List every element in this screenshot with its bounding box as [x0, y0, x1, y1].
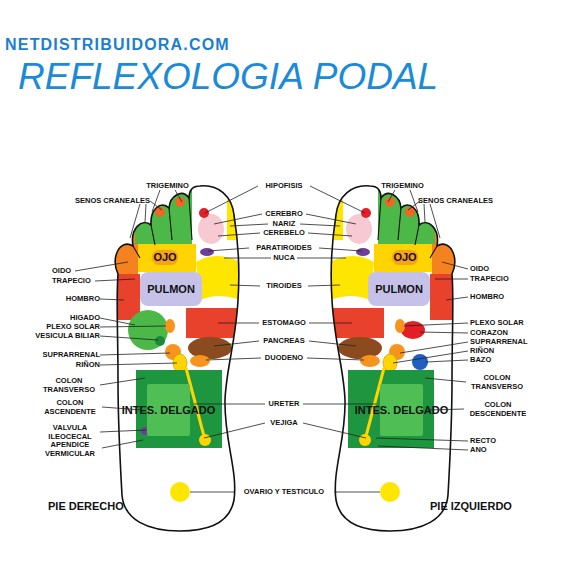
organ-label: OIDO	[470, 264, 560, 273]
organ-label: HOMBRO	[10, 294, 100, 303]
organ-label: VEJIGA	[234, 418, 334, 427]
zone-node: OJO	[152, 250, 178, 265]
organ-label: ANO	[470, 445, 560, 454]
organ-label: APENDICE VERMICULAR	[38, 440, 102, 458]
parathyroid-zone	[356, 248, 370, 256]
pituitary-dot	[199, 208, 209, 218]
organ-label: NARIZ	[234, 219, 334, 228]
bladder-zone	[199, 434, 211, 446]
organ-label: HIGADO	[10, 313, 100, 322]
bladder-zone	[359, 434, 371, 446]
page-title: REFLEXOLOGIA PODAL	[18, 57, 438, 97]
zone-node: PULMON	[368, 272, 430, 306]
organ-label: SUPRARRENAL	[10, 350, 100, 359]
organ-label: SENOS CRANEALES	[10, 196, 150, 205]
foot-illustration	[315, 170, 530, 535]
gallbladder-zone	[155, 336, 165, 346]
parathyroid-zone	[200, 248, 214, 256]
organ-label: ESTOMAGO	[234, 318, 334, 327]
zone-label: OJO	[393, 251, 416, 264]
foot-node: PIE IZQUIERDO OJO PULMON INTES. DELGADO	[315, 170, 530, 535]
organ-label: NUCA	[234, 253, 334, 262]
organ-label: PARATIROIDES	[234, 243, 334, 252]
pancreas-zone	[188, 337, 232, 359]
foot-outline	[115, 186, 239, 531]
gonad-zone	[170, 482, 190, 502]
brain-zone	[198, 214, 224, 244]
organ-label: PANCREAS	[234, 336, 334, 345]
spleen-zone	[412, 354, 428, 370]
organ-label: COLON TRANSVERSO	[466, 373, 528, 391]
organ-label: TRAPECIO	[470, 274, 560, 283]
organ-label: SENOS CRANEALES	[418, 196, 518, 205]
foot-outline	[331, 186, 455, 531]
toe-creases	[133, 198, 192, 258]
leader-lines	[75, 186, 468, 492]
foot-label: PIE IZQUIERDO	[430, 500, 512, 513]
reflex-zones	[110, 180, 242, 502]
ear-zone	[432, 244, 460, 274]
zone-node: INTES. DELGADO	[380, 384, 423, 436]
zone-node: PULMON	[140, 272, 202, 306]
watermark: NETDISTRIBUIDORA.COM	[5, 36, 305, 54]
organ-label: BAZO	[470, 355, 560, 364]
organ-label: COLON DESCENDENTE	[464, 400, 532, 418]
organ-label: PLEXO SOLAR	[10, 322, 100, 331]
organ-label: TRIGEMINO	[375, 181, 430, 190]
pituitary-dot	[361, 208, 371, 218]
organ-label: TRIGEMINO	[140, 181, 195, 190]
organ-label: SUPRARRENAL	[470, 337, 560, 346]
gonad-zone	[380, 482, 400, 502]
organ-label: CORAZON	[470, 328, 560, 337]
liver-zone	[128, 310, 168, 350]
organ-label: OVARIO Y TESTICULO	[224, 487, 344, 496]
organ-label: VESICULA BILIAR	[10, 331, 100, 340]
duodenum-zone	[190, 355, 210, 367]
organ-label: CEREBRO	[234, 209, 334, 218]
reflex-zones	[328, 180, 460, 502]
organ-label: PLEXO SOLAR	[470, 318, 560, 327]
brain-zone	[346, 214, 372, 244]
organ-label: TIROIDES	[234, 281, 334, 290]
zone-label: PULMON	[375, 283, 423, 296]
shoulder-zone	[430, 274, 460, 320]
plexus-zone	[395, 319, 405, 333]
duodenum-zone	[360, 355, 380, 367]
organ-label: HOMBRO	[470, 292, 560, 301]
zone-node: INTES. DELGADO	[147, 384, 190, 436]
plexus-zone	[165, 319, 175, 333]
organ-label: COLON TRANSVERSO	[38, 376, 100, 394]
zone-label: OJO	[153, 251, 176, 264]
organ-label: URETER	[234, 399, 334, 408]
zone-node: OJO	[392, 250, 418, 265]
organ-label: CEREBELO	[234, 228, 334, 237]
thyroid-zone	[196, 256, 240, 300]
pancreas-zone	[338, 337, 382, 359]
organ-label: RIÑON	[470, 346, 560, 355]
organ-label: VALVULA ILEOCECAL	[40, 423, 100, 441]
toe-creases	[378, 198, 437, 258]
zone-label: PULMON	[147, 283, 195, 296]
organ-label: DUODENO	[234, 353, 334, 362]
organ-label: COLON ASCENDENTE	[38, 398, 102, 416]
organ-label: RECTO	[470, 436, 560, 445]
foot-label: PIE DERECHO	[48, 500, 124, 513]
shoulder-zone	[110, 274, 140, 320]
organ-label: OIDO	[52, 266, 112, 275]
organ-label: HIPOFISIS	[234, 181, 334, 190]
zone-label: INTES. DELGADO	[122, 404, 216, 417]
organ-label: TRAPECIO	[52, 276, 112, 285]
ear-zone	[110, 244, 138, 274]
organ-label: RIÑON	[10, 360, 100, 369]
